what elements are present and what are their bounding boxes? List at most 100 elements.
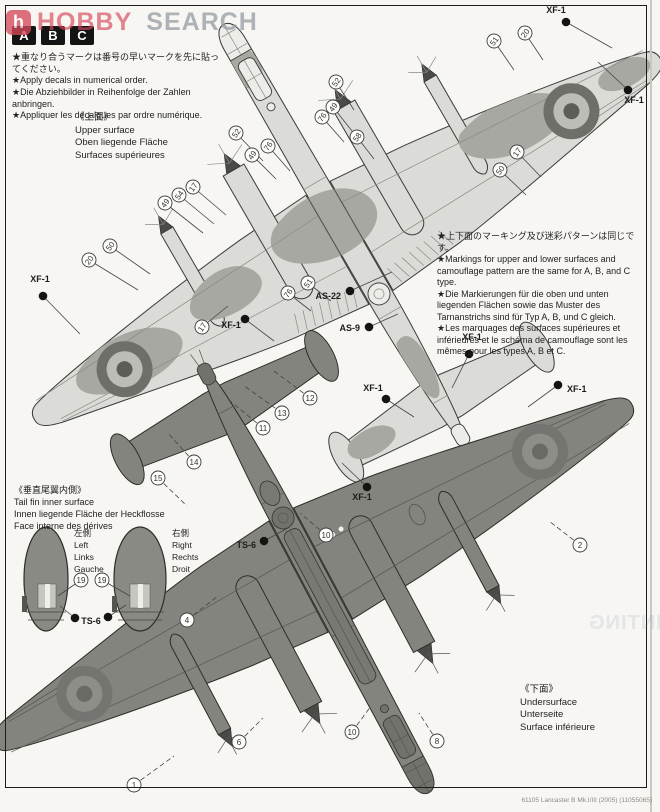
bomb-bay — [259, 480, 377, 685]
paint-marker-dot — [240, 314, 250, 324]
svg-text:2: 2 — [578, 541, 583, 550]
paint-label-xf-1: XF-1 — [352, 492, 372, 502]
decal-callout-12: 12 — [302, 390, 318, 406]
decal-notes: ★重なり合うマークは番号の早いマークを先に貼ってください。 ★Apply dec… — [12, 52, 224, 122]
paint-label-xf-1: XF-1 — [221, 320, 241, 330]
decal-callout-76: 76 — [280, 285, 296, 301]
paint-marker-dot — [553, 380, 563, 390]
decal-callout-17: 17 — [509, 144, 525, 160]
paint-marker-dot — [259, 536, 269, 546]
paint-marker-dot — [70, 613, 80, 623]
paint-label-xf-1: XF-1 — [624, 95, 644, 105]
upper-surface-view — [31, 22, 660, 483]
decal-callout-17: 17 — [194, 319, 210, 335]
marking-type-c: C — [70, 26, 94, 45]
header-block: A B C ★重なり合うマークは番号の早いマークを先に貼ってください。 ★App… — [12, 26, 224, 122]
paint-marker-dot — [103, 612, 113, 622]
svg-text:1: 1 — [132, 781, 137, 790]
wing-roundel — [96, 83, 600, 398]
decal-callout-49: 49 — [244, 147, 260, 163]
paint-marker-dot — [38, 291, 48, 301]
decal-callout-11: 11 — [255, 420, 271, 436]
decal-callout-17: 17 — [185, 179, 201, 195]
right-label-de: Rechts — [172, 551, 199, 562]
decal-callout-6: 6 — [231, 734, 247, 750]
decal-callout-51: 51 — [300, 275, 316, 291]
paint-label-as-9: AS-9 — [339, 323, 360, 333]
upper-label-de: Oben liegende Fläche — [75, 137, 168, 149]
undersurface-view — [0, 330, 635, 794]
decal-callout-8: 8 — [429, 733, 445, 749]
right-label-en: Right — [172, 539, 192, 550]
tail-fin — [304, 330, 339, 382]
svg-text:19: 19 — [98, 576, 107, 585]
paint-label-ts-6: TS-6 — [81, 616, 101, 626]
decal-callout-52: 52 — [228, 125, 244, 141]
marking-note-box: ★上下面のマーキング及び迷彩パターンは同じです。 ★Markings for u… — [437, 231, 648, 358]
decal-callouts: 4954175020524976585276492051175076511712… — [30, 5, 644, 793]
decal-callout-10: 10 — [344, 724, 360, 740]
canopy-and-turrets — [218, 23, 478, 460]
marking-note-en: ★Markings for upper and lower surfaces a… — [437, 254, 631, 288]
paint-label-xf-1: XF-1 — [546, 5, 566, 15]
decal-callout-76: 76 — [260, 138, 276, 154]
decal-callout-54: 54 — [171, 187, 187, 203]
decal-callout-4: 4 — [179, 612, 195, 628]
tailfin-heading-en: Tail fin inner surface — [14, 496, 95, 507]
svg-text:11: 11 — [259, 424, 268, 433]
decal-callout-76: 76 — [314, 109, 330, 125]
svg-text:13: 13 — [278, 409, 287, 418]
tailfin-heading: 《垂直尾翼内側》 Tail fin inner surface Innen li… — [14, 485, 165, 533]
tailfin-heading-ja: 《垂直尾翼内側》 — [14, 485, 87, 495]
hobbysearch-watermark: h HOBBY SEARCH — [6, 8, 258, 37]
copyright-caption: 61105 Lancaster B Mk.I/III (2005) (11055… — [521, 797, 652, 804]
upper-label-fr: Surfaces supérieures — [75, 149, 165, 161]
paint-label-xf-1: XF-1 — [30, 274, 50, 284]
svg-text:14: 14 — [190, 458, 199, 467]
tailfin-heading-fr: Face interne des dérives — [14, 520, 113, 531]
paint-marker-dot — [345, 286, 355, 296]
decal-callout-51: 51 — [486, 33, 502, 49]
watermark-word1: HOBBY — [37, 8, 133, 36]
under-label-ja: 《下面》 — [520, 684, 559, 695]
upper-label-ja: 《上面》 — [75, 112, 114, 123]
decal-callout-50: 50 — [492, 162, 508, 178]
paint-marker-dot — [561, 17, 571, 27]
svg-text:19: 19 — [77, 576, 86, 585]
under-label-de: Unterseite — [520, 709, 564, 721]
hobbysearch-logo-icon: h — [6, 10, 31, 35]
decal-callout-15: 15 — [150, 470, 166, 486]
paint-marker-dot — [381, 394, 391, 404]
left-label-ja: 左側 — [74, 528, 92, 538]
paint-label-xf-1: XF-1 — [363, 383, 383, 393]
marking-note-de: ★Die Markierungen für die oben und unten… — [437, 288, 616, 322]
svg-text:10: 10 — [322, 531, 331, 540]
svg-text:6: 6 — [237, 738, 242, 747]
wing-roundel — [56, 423, 568, 722]
decal-callout-49: 49 — [157, 195, 173, 211]
under-label-fr: Surface inférieure — [520, 721, 595, 733]
left-label-en: Left — [74, 539, 89, 550]
tailfin-right-label: 右側 Right Rechts Droit — [172, 528, 198, 576]
scan-page-edge — [650, 0, 652, 812]
paint-label-xf-1: XF-1 — [462, 332, 482, 342]
paint-marker-dot — [364, 322, 374, 332]
paint-marker-dot — [464, 349, 474, 359]
right-label-fr: Droit — [172, 563, 190, 574]
decal-callout-49: 49 — [325, 99, 341, 115]
decal-callout-14: 14 — [186, 454, 202, 470]
decal-callout-13: 13 — [274, 405, 290, 421]
decal-callout-1: 1 — [126, 777, 142, 793]
left-label-fr: Gauche — [74, 563, 104, 574]
marking-note-fr: ★Les marquages des surfaces supérieures … — [437, 323, 628, 357]
tailfin-inset — [22, 526, 167, 632]
decal-note-ja: ★重なり合うマークは番号の早いマークを先に貼ってください。 — [12, 52, 220, 74]
decal-callout-20: 20 — [517, 25, 533, 41]
decal-callout-19: 19 — [94, 572, 110, 588]
under-label-en: Undersurface — [520, 696, 578, 708]
upper-surface-label: 《上面》 Upper surface Oben liegende Fläche … — [75, 112, 168, 163]
decal-callout-2: 2 — [572, 537, 588, 553]
svg-text:10: 10 — [348, 728, 357, 737]
engine-nacelles — [169, 490, 515, 755]
